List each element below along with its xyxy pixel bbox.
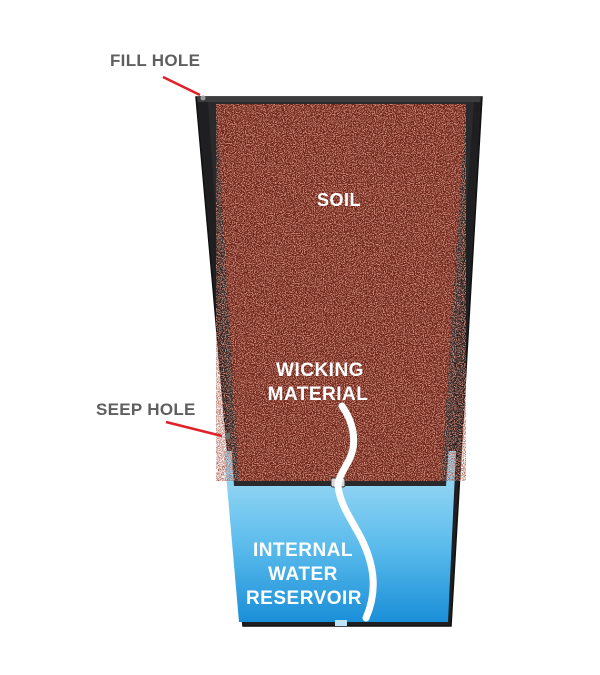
reservoir-label-line1: INTERNAL: [253, 540, 353, 561]
wicking-label-line1: WICKING: [276, 360, 364, 381]
reservoir-label-line2: WATER: [268, 564, 338, 585]
inner-foot-right: [356, 482, 364, 486]
wick-cord: [334, 402, 377, 622]
inner-foot-left: [312, 482, 320, 486]
fill-hole-leader: [162, 75, 201, 97]
reservoir-label-line3: RESERVOIR: [246, 588, 362, 609]
wicking-label-line2: MATERIAL: [268, 384, 369, 405]
fill-hole: [200, 95, 206, 101]
seep-hole-leader: [165, 420, 223, 438]
soil-label: SOIL: [317, 190, 361, 210]
water-reservoir: [224, 451, 456, 622]
soil: [216, 104, 466, 481]
seep-hole-label: SEEP HOLE: [96, 400, 196, 419]
seep-hole: [226, 433, 230, 439]
pot-rim: [197, 97, 481, 102]
bottom-notch: [335, 620, 347, 626]
fill-hole-label: FILL HOLE: [110, 51, 200, 70]
